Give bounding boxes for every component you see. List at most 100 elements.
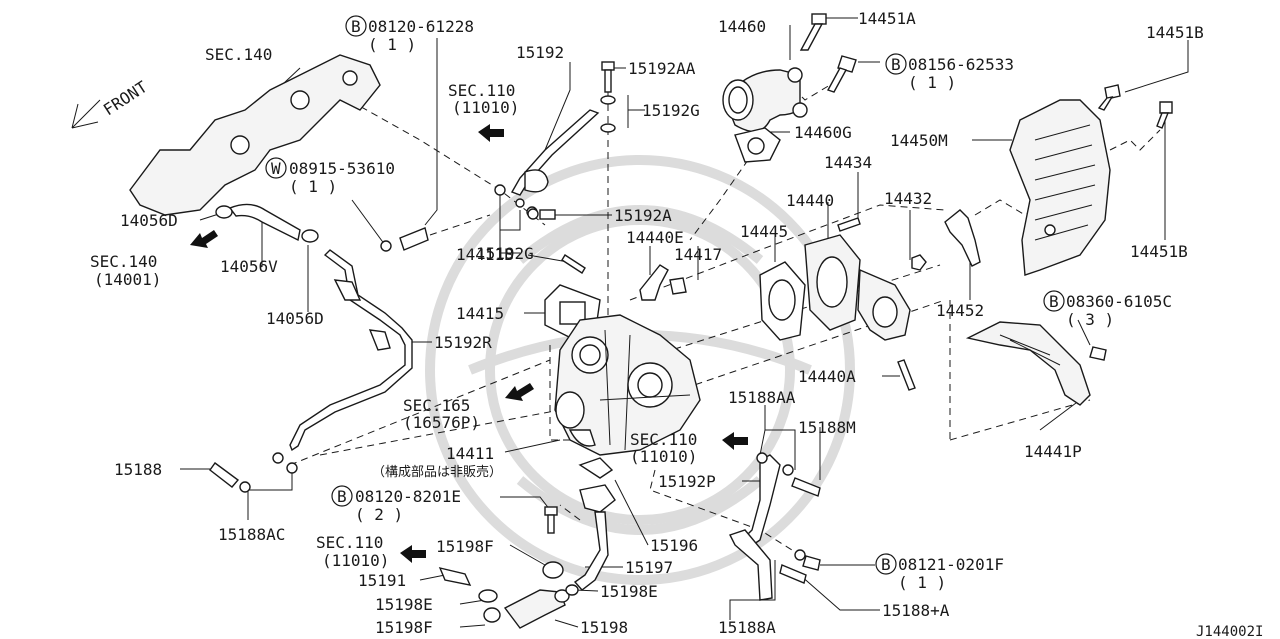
- part-label-14460G: 14460G: [794, 123, 852, 142]
- part-label-14411: 14411: [446, 444, 494, 463]
- bolt-15192AA: [600, 61, 616, 133]
- oil-return-tube: [573, 457, 616, 591]
- part-label-14452: 14452: [936, 301, 984, 320]
- sec-165-code: (16576P): [403, 413, 480, 432]
- bolt-08120-8201E: [544, 506, 558, 534]
- part-label-15192: 15192: [516, 43, 564, 62]
- part-label-14411B: 14411B: [456, 245, 514, 264]
- gasket-14445: [759, 261, 806, 341]
- part-label-14460: 14460: [718, 17, 766, 36]
- arrow-sec110-top: [478, 124, 504, 142]
- part-label-14417: 14417: [674, 245, 722, 264]
- fastener-qty: ( 1 ): [368, 35, 416, 54]
- exhaust-outlet-14440: [804, 234, 911, 341]
- sec-110-mid: SEC.110: [630, 430, 697, 449]
- bracket-15188A: [729, 529, 821, 601]
- fastener-code: 08360-6105C: [1066, 292, 1172, 311]
- part-label-15188M: 15188M: [798, 418, 856, 437]
- fastener-mark: W: [271, 159, 281, 178]
- part-label-15196: 15196: [650, 536, 698, 555]
- part-label-14056D-bottom: 14056D: [266, 309, 324, 328]
- fastener-qty: ( 1 ): [898, 573, 946, 592]
- part-label-15197: 15197: [625, 558, 673, 577]
- sec-140-left-code: (14001): [94, 270, 161, 289]
- heat-insulator-14450M: [1009, 99, 1111, 276]
- sec-140-left: SEC.140: [90, 252, 157, 271]
- sec-110-bottom-code: (11010): [322, 551, 389, 570]
- sec-110-top: SEC.110: [448, 81, 515, 100]
- fastener-ref-08360-6105C: B 08360-6105C ( 3 ): [1043, 290, 1172, 329]
- stud-14440A: [897, 359, 916, 391]
- connector-15191: [438, 566, 501, 623]
- part-label-14056V: 14056V: [220, 257, 278, 276]
- bolt-08360: [1089, 346, 1107, 361]
- part-label-15198E-left: 15198E: [375, 595, 433, 614]
- bolt-15192A: [527, 208, 556, 220]
- fastener-ref-08915-53610: W 08915-53610 ( 1 ): [265, 157, 395, 196]
- turbo-inlet-elbow: [722, 67, 808, 133]
- fastener-code: 08156-62533: [908, 55, 1014, 74]
- part-label-14440A: 14440A: [798, 367, 856, 386]
- fastener-ref-08156-62533: B 08156-62533 ( 1 ): [885, 53, 1014, 92]
- part-label-14056D-top: 14056D: [120, 211, 178, 230]
- fastener-mark: B: [351, 17, 361, 36]
- part-label-15192A: 15192A: [614, 206, 672, 225]
- stud-14411B: [561, 254, 586, 274]
- part-label-14441P: 14441P: [1024, 442, 1082, 461]
- part-label-15198: 15198: [580, 618, 628, 637]
- stud-14434: [837, 217, 861, 232]
- fastener-qty: ( 1 ): [289, 177, 337, 196]
- part-label-14450M: 14450M: [890, 131, 948, 150]
- bolt-14451A: [799, 13, 827, 51]
- part-label-15198F-top: 15198F: [436, 537, 494, 556]
- sec-110-mid-code: (11010): [630, 447, 697, 466]
- banjo-bolt-15188: [209, 452, 298, 493]
- fastener-qty: ( 1 ): [908, 73, 956, 92]
- not-sold-separately-note: （構成部品は非販売）: [372, 464, 502, 480]
- arrow-sec110-mid: [722, 432, 748, 450]
- bolt-14451B: [1097, 84, 1173, 129]
- part-label-15188AA: 15188AA: [728, 388, 796, 407]
- part-label-14445: 14445: [740, 222, 788, 241]
- part-label-14434: 14434: [824, 153, 872, 172]
- part-label-15191: 15191: [358, 571, 406, 590]
- section-arrows: [190, 124, 748, 563]
- fastener-code: 08915-53610: [289, 159, 395, 178]
- part-label-15198F-bottom: 15198F: [375, 618, 433, 637]
- part-label-14432: 14432: [884, 189, 932, 208]
- fastener-ref-08120-61228: B 08120-61228 ( 1 ): [345, 15, 474, 54]
- bracket-14452: [944, 209, 981, 267]
- part-label-14415: 14415: [456, 304, 504, 323]
- fastener-ref-08121-0201F: B 08121-0201F ( 1 ): [875, 553, 1004, 592]
- fastener-ref-08120-8201E: B 08120-8201E ( 2 ): [331, 485, 461, 524]
- water-tube-15192P: [741, 452, 821, 549]
- part-label-15192G-top: 15192G: [642, 101, 700, 120]
- fastener-mark: B: [881, 555, 891, 574]
- diagram-id: J144002I: [1196, 624, 1263, 639]
- water-connector-bolt: [380, 227, 429, 252]
- part-label-15188-plus-A: 15188+A: [882, 601, 950, 620]
- sec-165: SEC.165: [403, 396, 470, 415]
- fastener-mark: B: [1049, 292, 1059, 311]
- bracket-14440E: [639, 264, 687, 301]
- fastener-code: 08120-61228: [368, 17, 474, 36]
- turbocharger-14411: [554, 314, 701, 456]
- part-label-14451B-top: 14451B: [1146, 23, 1204, 42]
- part-label-14440: 14440: [786, 191, 834, 210]
- part-label-14451B-bottom: 14451B: [1130, 242, 1188, 261]
- bolt-08156: [826, 55, 857, 93]
- arrow-sec110-bottom: [400, 545, 426, 563]
- part-label-15188A: 15188A: [718, 618, 776, 637]
- exhaust-manifold: [129, 54, 381, 216]
- water-tube: [289, 249, 413, 452]
- oil-tube-15192: [494, 109, 600, 218]
- fastener-mark: B: [337, 487, 347, 506]
- sec-110-top-code: (11010): [452, 98, 519, 117]
- part-label-14451A: 14451A: [858, 9, 916, 28]
- part-label-15198E-right: 15198E: [600, 582, 658, 601]
- gasket-14460G: [734, 127, 781, 163]
- nut-14432: [911, 254, 927, 271]
- part-label-15192AA: 15192AA: [628, 59, 696, 78]
- text-labels: FRONT SEC.140 SEC.110 (11010) SEC.140 (1…: [90, 9, 1263, 639]
